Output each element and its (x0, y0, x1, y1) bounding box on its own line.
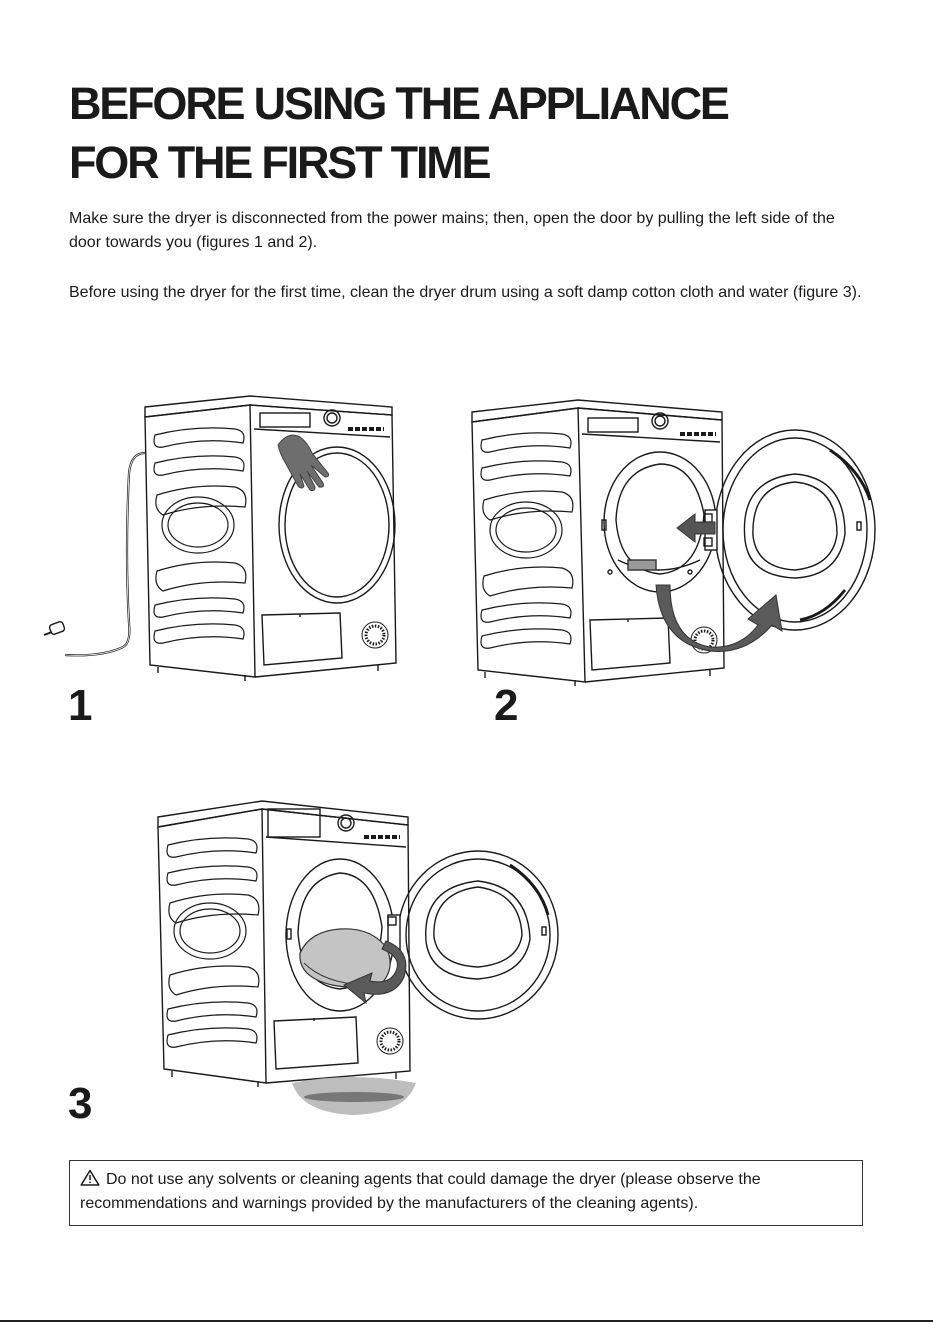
figure-number-1: 1 (68, 681, 93, 730)
warning-text: Do not use any solvents or cleaning agen… (80, 1171, 761, 1212)
bottom-rule (0, 1320, 933, 1322)
title-line-1: BEFORE USING THE APPLIANCE (69, 78, 730, 129)
warning-box: Do not use any solvents or cleaning agen… (69, 1160, 863, 1226)
instruction-paragraph-1: Make sure the dryer is disconnected from… (69, 210, 835, 251)
figure-3-cleaning-drum (157, 800, 559, 1115)
title-line-2: FOR THE FIRST TIME (69, 137, 492, 188)
instruction-paragraph-2: Before using the dryer for the first tim… (69, 284, 862, 301)
warning-triangle-icon (80, 1169, 100, 1186)
figure-1-dryer-closed (43, 395, 397, 681)
page-title: BEFORE USING THE APPLIANCE FOR THE FIRST… (69, 74, 889, 192)
figure-2-door-opening (471, 399, 876, 686)
figure-number-3: 3 (68, 1079, 93, 1128)
figure-number-2: 2 (494, 681, 519, 730)
